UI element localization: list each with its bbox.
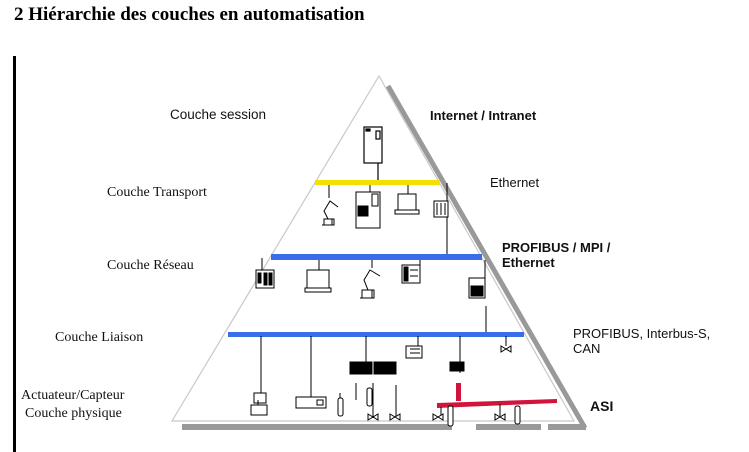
sensor-icon — [447, 405, 454, 427]
shadow-right-edge — [385, 84, 588, 430]
io-module-icon — [349, 361, 397, 375]
computer-icon — [394, 193, 420, 215]
sensor-icon — [366, 387, 373, 407]
network-label-profibus-mpi: PROFIBUS / MPI / Ethernet — [502, 240, 610, 270]
io-module-icon — [401, 264, 421, 284]
network-label-profibus-interbus: PROFIBUS, Interbus-S, CAN — [573, 326, 710, 356]
network-label-ethernet: Ethernet — [490, 175, 540, 190]
io-module-icon — [449, 361, 465, 372]
network-label-line: Ethernet — [502, 255, 555, 270]
valve-icon — [432, 413, 444, 421]
machine-tool-icon — [355, 191, 381, 229]
shadow-base-1 — [182, 424, 452, 430]
valve-icon — [250, 392, 268, 416]
layer-label-transport: Couche Transport — [107, 185, 207, 200]
network-label-asi: ASI — [590, 398, 614, 414]
valve-icon — [500, 345, 512, 353]
valve-icon — [367, 413, 401, 421]
shadow-base-3 — [548, 424, 586, 430]
page-title: 2 Hiérarchie des couches en automatisati… — [14, 4, 365, 25]
network-label-line: CAN — [573, 341, 601, 356]
valve-icon — [494, 413, 506, 421]
robot-arm-icon — [360, 269, 381, 299]
pyramid-shadow — [182, 84, 588, 430]
profibus-interbus-bus — [228, 332, 524, 337]
layer-label-physical: Couche physique — [25, 406, 122, 421]
display-panel-icon — [295, 396, 327, 409]
profibus-mpi-bus — [271, 254, 482, 260]
motor-icon — [405, 345, 423, 359]
sensor-icon — [514, 405, 521, 425]
plc-rack-icon — [433, 200, 449, 218]
left-margin-bar — [13, 56, 16, 452]
shadow-base-2 — [476, 424, 541, 430]
asi-bus — [437, 383, 557, 408]
plc-rack-icon — [468, 277, 486, 299]
computer-icon — [304, 269, 332, 293]
layer-label-session: Couche session — [170, 107, 267, 122]
network-label-line: PROFIBUS, Interbus-S, — [573, 326, 711, 341]
robot-arm-icon — [322, 200, 339, 226]
layer-label-reseau: Couche Réseau — [107, 258, 194, 273]
network-label-line: PROFIBUS / MPI / — [502, 240, 611, 255]
ethernet-bus — [315, 180, 440, 185]
layer-label-actuator: Actuateur/Capteur — [21, 388, 125, 403]
plc-rack-icon — [255, 269, 275, 289]
network-label-internet: Internet / Intranet — [430, 108, 537, 123]
layer-label-liaison: Couche Liaison — [55, 330, 144, 345]
server-icon — [363, 126, 383, 182]
sensor-icon — [337, 393, 344, 417]
